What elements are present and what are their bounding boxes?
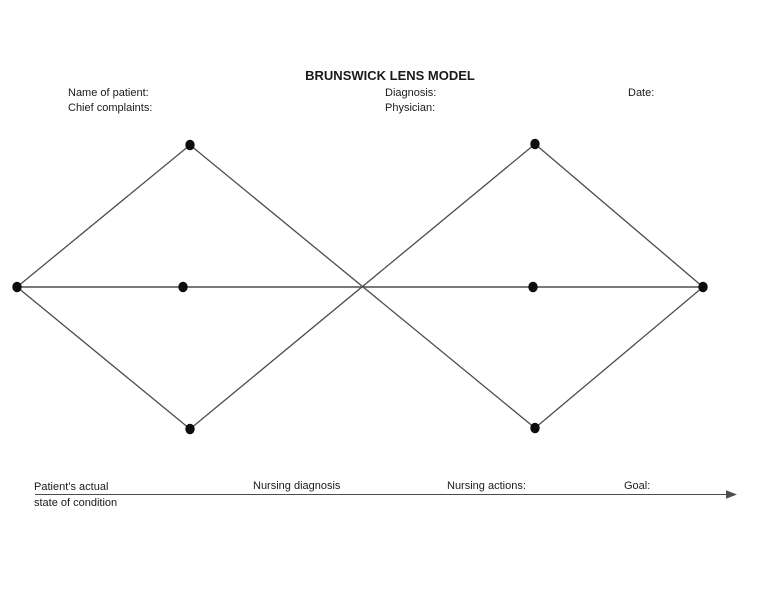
left-diamond-lower-left-edge bbox=[16, 286, 191, 430]
node-dot-right-top-vertex bbox=[530, 138, 540, 150]
chief-complaints-label: Chief complaints: bbox=[68, 102, 153, 114]
physician-label: Physician: bbox=[385, 102, 436, 114]
node-dot-right-center bbox=[528, 281, 538, 293]
left-diamond-upper-left-edge bbox=[16, 144, 191, 288]
goal-label: Goal: bbox=[624, 480, 651, 492]
page-title: BRUNSWICK LENS MODEL bbox=[305, 68, 475, 83]
crossing-line-bottomleft-to-topright bbox=[189, 143, 536, 430]
diagnosis-label: Diagnosis: bbox=[385, 87, 437, 99]
patient-state-label-line2: state of condition bbox=[34, 497, 118, 509]
date-label: Date: bbox=[628, 87, 655, 99]
name-of-patient-label: Name of patient: bbox=[68, 87, 149, 99]
node-dot-left-bottom-vertex bbox=[185, 423, 195, 435]
nursing-diagnosis-label: Nursing diagnosis bbox=[253, 480, 341, 492]
node-dot-right-vertex bbox=[698, 281, 708, 293]
goal-arrowhead-icon bbox=[726, 490, 737, 499]
node-dot-right-bottom-vertex bbox=[530, 422, 540, 434]
patient-state-label-line1: Patient’s actual bbox=[34, 481, 109, 493]
right-diamond-upper-right-edge bbox=[534, 143, 704, 288]
node-dot-left-top-vertex bbox=[185, 139, 195, 151]
node-dot-left-center bbox=[178, 281, 188, 293]
nursing-actions-label: Nursing actions: bbox=[447, 480, 526, 492]
node-dot-left-vertex bbox=[12, 281, 22, 293]
right-diamond-lower-right-edge bbox=[534, 286, 704, 429]
